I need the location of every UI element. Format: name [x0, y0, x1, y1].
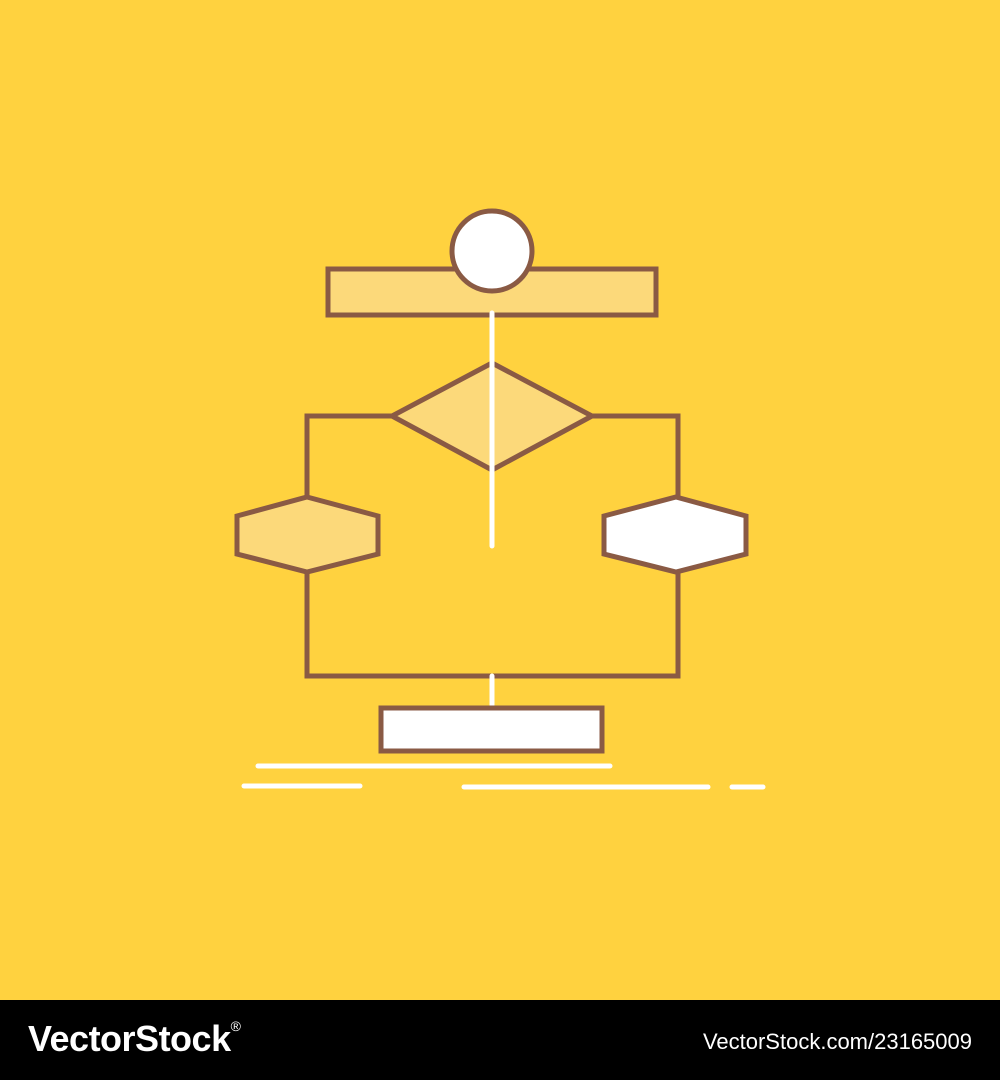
start-circle — [449, 208, 535, 294]
end-process-box — [378, 705, 605, 754]
left-branch-connector — [304, 413, 392, 498]
illustration-canvas — [234, 208, 766, 790]
vectorstock-logo: VectorStock® — [28, 1018, 241, 1060]
ground-lines — [241, 763, 766, 790]
right-hexagon — [601, 494, 749, 575]
merge-connector — [304, 571, 681, 679]
flowchart-icon — [234, 208, 766, 790]
watermark-footer: VectorStock® VectorStock.com/23165009 — [0, 1000, 1000, 1080]
left-hexagon — [234, 494, 381, 575]
right-branch-connector — [592, 413, 681, 498]
image-credit: VectorStock.com/23165009 — [702, 1029, 972, 1054]
brand-text: VectorStock — [28, 1018, 231, 1059]
registered-mark: ® — [230, 1018, 241, 1034]
